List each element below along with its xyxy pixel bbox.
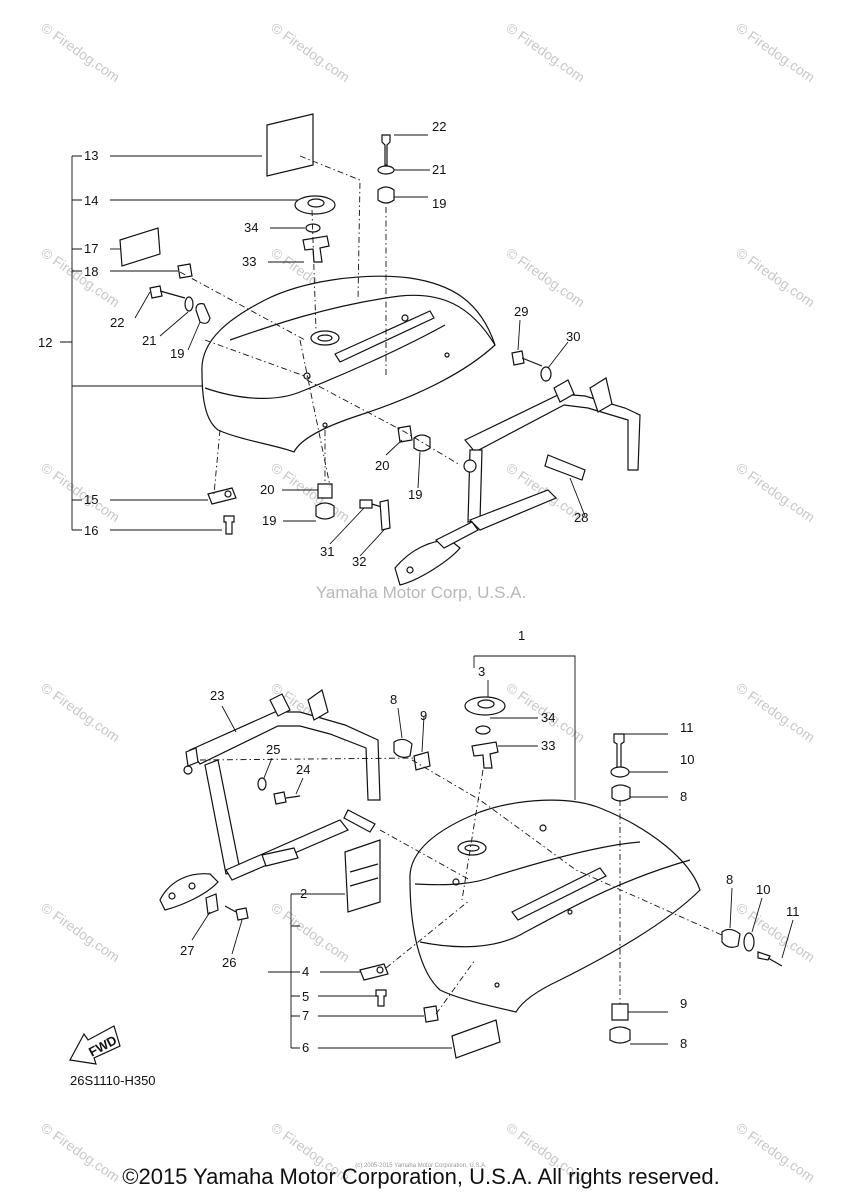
upper-callout-5: 15	[84, 492, 98, 507]
lower-callout-4: 7	[302, 1008, 309, 1023]
upper-callout-13: 21	[142, 333, 156, 348]
lower-callout-16: 11	[786, 904, 800, 919]
lower-callout-1: 2	[300, 886, 307, 901]
upper-callout-6: 16	[84, 523, 98, 538]
site-watermark: © Firedog.com	[38, 899, 123, 965]
upper-callout-1: 13	[84, 148, 98, 163]
lower-callout-3: 5	[302, 989, 309, 1004]
lower-callout-10: 9	[420, 708, 427, 723]
upper-callout-3: 17	[84, 241, 98, 256]
upper-callout-10: 34	[244, 220, 258, 235]
fwd-arrow-icon: FWD	[69, 1025, 121, 1065]
upper-callout-11: 33	[242, 254, 256, 269]
upper-callout-7: 22	[432, 119, 446, 134]
cap-plate	[294, 195, 336, 215]
lower-callout-8: 33	[541, 738, 555, 753]
lower-callout-14: 8	[726, 872, 733, 887]
upper-callout-15: 20	[375, 458, 389, 473]
upper-callout-22: 30	[566, 329, 580, 344]
upper-callout-8: 21	[432, 162, 446, 177]
upper-callout-21: 29	[514, 304, 528, 319]
site-watermark: © Firedog.com	[38, 679, 123, 745]
site-watermark: © Firedog.com	[733, 899, 818, 965]
upper-callout-12: 22	[110, 315, 124, 330]
diagram-code: 26S1110-H350	[70, 1073, 156, 1088]
lower-callout-17: 9	[680, 996, 687, 1011]
lower-callout-15: 10	[756, 882, 770, 897]
site-watermark: © Firedog.com	[733, 459, 818, 525]
tiny-notice: (c) 2005-2015 Yamaha Motor Corporation, …	[355, 1163, 487, 1169]
lower-callout-11: 11	[680, 720, 694, 735]
lower-callout-13: 8	[680, 789, 687, 804]
reflector-lower	[451, 1019, 501, 1059]
upper-callout-23: 28	[574, 510, 588, 525]
lower-callout-22: 27	[180, 943, 194, 958]
lower-callout-20: 25	[266, 742, 280, 757]
site-watermark: © Firedog.com	[268, 19, 353, 85]
upper-callout-20: 32	[352, 554, 366, 569]
lower-callout-6: 3	[478, 664, 485, 679]
upper-callout-9: 19	[432, 196, 446, 211]
lower-callout-21: 24	[296, 762, 310, 777]
site-watermark: © Firedog.com	[38, 19, 123, 85]
lower-callout-2: 4	[302, 964, 309, 979]
upper-callout-2: 14	[84, 193, 98, 208]
site-watermark: © Firedog.com	[268, 459, 353, 525]
upper-callout-4: 18	[84, 264, 98, 279]
upper-callout-17: 20	[260, 482, 274, 497]
upper-callout-16: 19	[408, 487, 422, 502]
upper-callout-0: 12	[38, 335, 52, 350]
site-watermark: © Firedog.com	[733, 19, 818, 85]
saddlebag-upper	[201, 275, 496, 453]
site-watermark: © Firedog.com	[503, 19, 588, 85]
site-watermark: © Firedog.com	[503, 244, 588, 310]
copyright-footer: ©2015 Yamaha Motor Corporation, U.S.A. A…	[122, 1164, 720, 1189]
reflector	[119, 227, 161, 267]
middle-watermark: Yamaha Motor Corp, U.S.A.	[315, 583, 527, 602]
fwd-label: FWD	[86, 1032, 119, 1059]
cap-plate-lower	[464, 696, 506, 716]
site-watermark: © Firedog.com	[38, 244, 123, 310]
lower-callout-9: 8	[390, 692, 397, 707]
lower-callout-12: 10	[680, 752, 694, 767]
lower-callout-18: 8	[680, 1036, 687, 1051]
callout-labels: 1213141718151622211934332221192019201931…	[38, 119, 800, 1055]
site-watermark: © Firedog.com	[733, 244, 818, 310]
lower-callout-19: 23	[210, 688, 224, 703]
site-watermark: © Firedog.com	[733, 679, 818, 745]
lower-callout-5: 6	[302, 1040, 309, 1055]
lower-callout-0: 1	[518, 628, 525, 643]
upper-callout-14: 19	[170, 346, 184, 361]
bracket-stay-upper	[464, 393, 641, 471]
decal-sheet	[266, 113, 314, 177]
site-watermark: © Firedog.com	[268, 899, 353, 965]
lower-callout-23: 26	[222, 955, 236, 970]
bracket-stay-lower	[189, 711, 381, 801]
upper-callout-19: 31	[320, 544, 334, 559]
upper-callout-18: 19	[262, 513, 276, 528]
site-watermark: © Firedog.com	[38, 459, 123, 525]
upper-assembly	[60, 113, 641, 586]
lower-callout-7: 34	[541, 710, 555, 725]
